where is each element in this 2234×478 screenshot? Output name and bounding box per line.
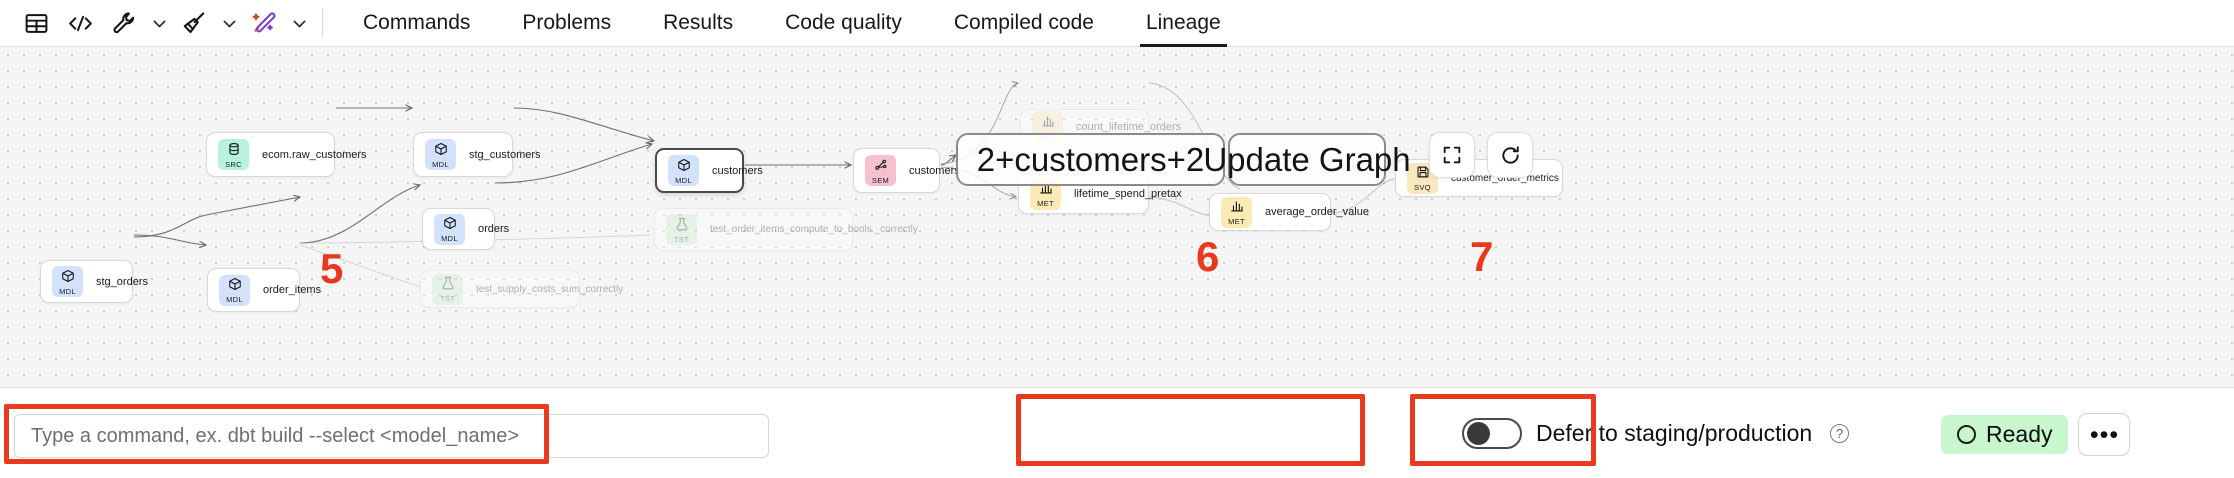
node-label: customers [712, 164, 763, 177]
lineage-node-customer-order-metrics[interactable]: SVQ customer_order_metrics [1395, 159, 1563, 197]
table-view-icon[interactable] [14, 3, 58, 43]
node-type-label: MDL [675, 175, 692, 185]
lineage-node-average-order-value[interactable]: MET average_order_value [1209, 193, 1369, 231]
broom-icon[interactable] [172, 3, 216, 43]
top-toolbar: Commands Problems Results Code quality Compi… [0, 0, 2234, 47]
tst-badge-icon: TST [432, 273, 463, 305]
magic-wand-chevron-down-icon[interactable] [286, 3, 312, 43]
status-label: Ready [1986, 421, 2053, 447]
node-type-label: MET [1037, 199, 1054, 209]
editor-tool-group [0, 0, 337, 47]
mdl-badge-icon: MDL [219, 274, 250, 306]
node-type-label: SRC [225, 159, 242, 169]
defer-control: Defer to staging/production ? [1462, 418, 1850, 449]
lineage-node-test-supply-costs[interactable]: TST test_supply_costs_sum_correctly [420, 270, 623, 308]
node-label: stg_customers [469, 148, 541, 161]
toggle-knob [1467, 422, 1490, 445]
lineage-node-customers-sem[interactable]: SEM customers [853, 148, 960, 193]
tab-lineage[interactable]: Lineage [1120, 0, 1247, 47]
sem-badge-icon: SEM [865, 155, 896, 186]
lineage-node-stg-customers[interactable]: MDL stg_customers [413, 132, 541, 177]
tab-compiled-code[interactable]: Compiled code [953, 11, 1094, 34]
node-label: test_supply_costs_sum_correctly [476, 283, 624, 295]
update-graph-button-label: Update Graph [1203, 140, 1411, 178]
lineage-node-order-items[interactable]: MDL order_items [207, 268, 321, 312]
node-type-label: TST [439, 294, 456, 304]
more-options-button[interactable]: ••• [2078, 413, 2131, 456]
node-label: count_lifetime_orders [1076, 120, 1182, 133]
mdl-badge-icon: MDL [668, 155, 699, 186]
update-graph-button[interactable]: Update Graph [1203, 133, 1411, 186]
node-label: stg_orders [96, 275, 148, 288]
node-label: ecom.raw_customers [262, 148, 367, 161]
node-label: lifetime_spend_pretax [1074, 188, 1182, 200]
node-type-label: MDL [441, 234, 458, 244]
lineage-edges [133, 47, 1395, 288]
wrench-chevron-down-icon[interactable] [146, 3, 172, 43]
lineage-node-orders[interactable]: MDL orders [422, 208, 509, 250]
lineage-node-ecom-raw-customers[interactable]: SRC ecom.raw_customers [206, 132, 367, 177]
lineage-node-customers-mdl[interactable]: MDL customers [655, 148, 763, 193]
node-type-label: MDL [59, 286, 76, 296]
tst-badge-icon: TST [666, 214, 697, 245]
met-badge-icon: MET [1221, 196, 1252, 228]
node-type-label: MDL [226, 295, 243, 305]
status-badge[interactable]: Ready [1941, 415, 2069, 454]
mdl-badge-icon: MDL [52, 266, 83, 297]
toolbar-divider [322, 8, 323, 38]
node-type-label: MET [1228, 217, 1245, 227]
node-type-label: TST [673, 234, 690, 244]
command-input[interactable] [14, 414, 769, 458]
node-label: orders [478, 223, 510, 235]
tab-problems[interactable]: Problems [522, 11, 612, 34]
status-indicator-icon [1957, 425, 1976, 444]
node-type-label: MDL [432, 159, 449, 169]
help-icon[interactable]: ? [1830, 424, 1850, 443]
graph-selector-overlay-label: 2+customers+2 [976, 140, 1205, 178]
magic-wand-icon[interactable] [242, 3, 286, 43]
node-type-label: SVQ [1414, 183, 1431, 193]
defer-toggle[interactable] [1462, 418, 1522, 449]
broom-chevron-down-icon[interactable] [216, 3, 242, 43]
tab-code-quality[interactable]: Code quality [785, 11, 902, 34]
fullscreen-icon[interactable] [1429, 132, 1475, 178]
lineage-node-test-order-items[interactable]: TST test_order_items_compute_to_bools _co… [654, 208, 918, 251]
node-label: test_order_items_compute_to_bools _corre… [710, 224, 918, 235]
tab-bar: Commands Problems Results Code quality Compi… [337, 0, 1247, 47]
tab-results[interactable]: Results [663, 11, 734, 34]
node-label: order_items [263, 284, 322, 296]
node-label: customer_order_metrics [1451, 172, 1559, 184]
wrench-icon[interactable] [102, 3, 146, 43]
tab-commands[interactable]: Commands [363, 11, 471, 34]
node-type-label: SEM [871, 175, 890, 185]
mdl-badge-icon: MDL [434, 213, 465, 245]
graph-selector-overlay[interactable]: 2+customers+2 [956, 133, 1225, 186]
src-badge-icon: SRC [218, 139, 249, 170]
node-label: average_order_value [1265, 206, 1369, 218]
status-area: Ready ••• [1941, 413, 2131, 456]
mdl-badge-icon: MDL [425, 139, 456, 170]
code-view-icon[interactable] [58, 3, 102, 43]
refresh-icon[interactable] [1487, 132, 1533, 178]
lineage-node-stg-orders[interactable]: MDL stg_orders [40, 260, 148, 303]
defer-label: Defer to staging/production [1536, 420, 1813, 446]
node-label: customers [909, 164, 960, 177]
